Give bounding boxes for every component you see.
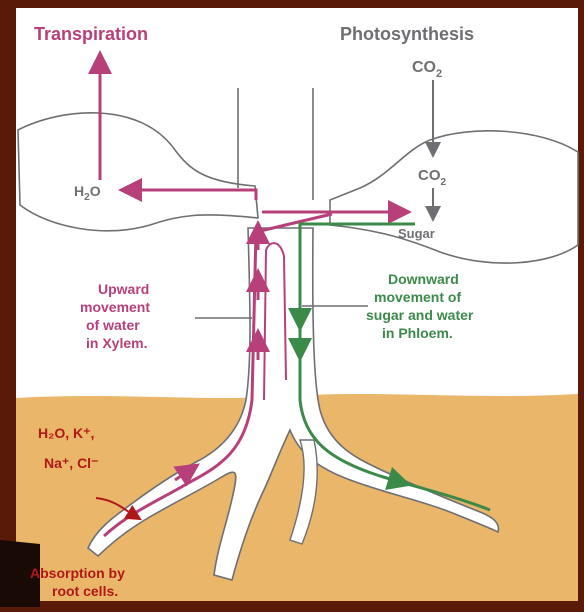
svg-text:movement: movement	[80, 299, 150, 315]
svg-text:in Phloem.: in Phloem.	[382, 325, 453, 341]
transpiration-label: Transpiration	[34, 24, 148, 44]
svg-text:root cells.: root cells.	[52, 583, 118, 599]
svg-text:sugar and water: sugar and water	[366, 307, 474, 323]
svg-text:of water: of water	[86, 317, 140, 333]
ions-label-line1: H₂O, K⁺,	[38, 425, 94, 441]
ions-label-line2: Na⁺, Cl⁻	[44, 455, 98, 471]
svg-text:Absorption by: Absorption by	[30, 565, 125, 581]
svg-text:movement of: movement of	[374, 289, 461, 305]
svg-text:Downward: Downward	[388, 271, 459, 287]
svg-text:Upward: Upward	[98, 281, 149, 297]
photosynthesis-label: Photosynthesis	[340, 24, 474, 44]
sugar-label: Sugar	[398, 226, 435, 241]
svg-text:in Xylem.: in Xylem.	[86, 335, 147, 351]
